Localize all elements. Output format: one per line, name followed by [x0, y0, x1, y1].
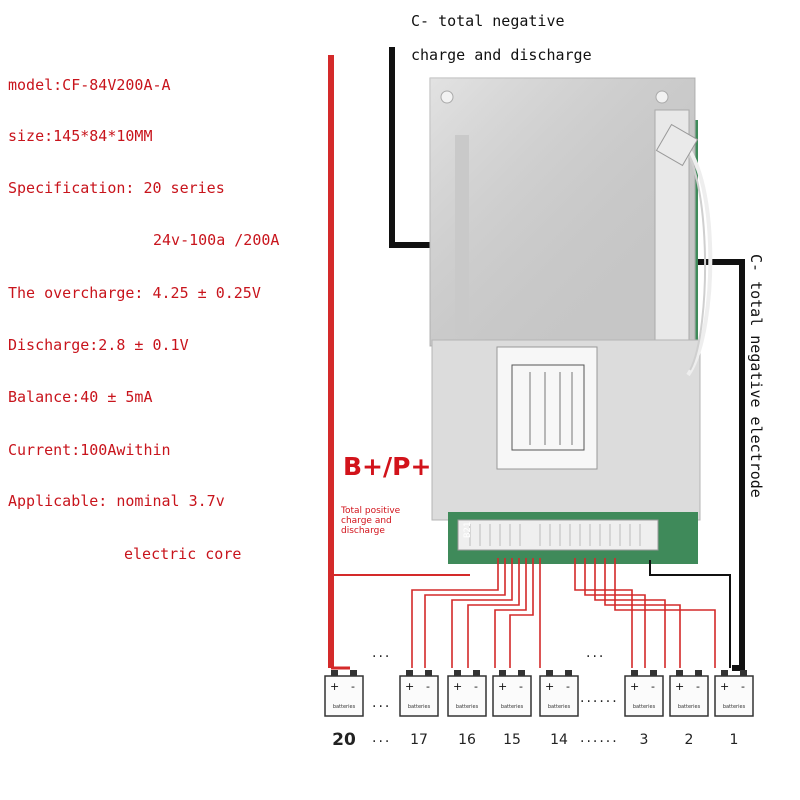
- minus-sign-icon: -: [351, 680, 355, 693]
- cell-number-3: 3: [639, 732, 649, 748]
- plus-sign-icon: +: [720, 680, 729, 693]
- plus-sign-icon: +: [675, 680, 684, 693]
- battery-cell-14: +- batteries: [539, 670, 579, 717]
- total-positive-line2: charge and: [341, 516, 392, 526]
- battery-cell-20: +- batteries: [324, 670, 364, 717]
- cell-number-1: 1: [729, 732, 739, 748]
- battery-cell-label: batteries: [501, 704, 524, 710]
- balance-wires: [411, 558, 716, 668]
- bms-board: [429, 77, 713, 564]
- c-minus-right-wire: [690, 259, 745, 671]
- total-positive-line1: Total positive: [341, 506, 401, 516]
- plus-sign-icon: +: [405, 680, 414, 693]
- cell-number-17: 17: [410, 732, 428, 748]
- ellipsis-top-left: ...: [372, 645, 392, 661]
- board-code: B21: [463, 521, 473, 538]
- c-minus-top-label-line2: charge and discharge: [411, 46, 592, 64]
- minus-sign-icon: -: [519, 680, 523, 693]
- spec-series: Specification: 20 series: [8, 179, 225, 197]
- spec-overcharge: The overcharge: 4.25 ± 0.25V: [8, 284, 261, 302]
- ellipsis-bottom-right: ......: [580, 730, 619, 746]
- minus-sign-icon: -: [474, 680, 478, 693]
- spec-applicable: Applicable: nominal 3.7v: [8, 492, 225, 510]
- battery-cell-label: batteries: [633, 704, 656, 710]
- total-positive-line3: discharge: [341, 526, 385, 536]
- battery-cell-16: +- batteries: [447, 670, 487, 717]
- ellipsis-mid-left: ...: [372, 695, 392, 711]
- cell-number-20: 20: [332, 730, 356, 750]
- balance-connector: [457, 519, 659, 551]
- ellipsis-mid-right: ......: [580, 690, 619, 706]
- minus-sign-icon: -: [651, 680, 655, 693]
- plus-sign-icon: +: [330, 680, 339, 693]
- c-minus-top-label-line1: C- total negative: [411, 12, 565, 30]
- plus-sign-icon: +: [453, 680, 462, 693]
- ellipsis-bottom-left: ...: [372, 730, 392, 746]
- b-plus-label: B+/P+: [343, 452, 432, 481]
- c-minus-right-label: C- total negative electrode: [747, 254, 765, 498]
- battery-cell-1: +- batteries: [714, 670, 754, 717]
- spec-current: Current:100Awithin: [8, 441, 171, 459]
- cell-number-14: 14: [550, 732, 568, 748]
- battery-cells: +-batteries+-batteries+-batteries+-batte…: [324, 670, 754, 717]
- minus-sign-icon: -: [696, 680, 700, 693]
- total-positive-label: Total positive charge and discharge: [341, 506, 400, 536]
- ellipsis-top-right: ...: [586, 645, 606, 661]
- spec-discharge: Discharge:2.8 ± 0.1V: [8, 336, 189, 354]
- board-label-sticker: [496, 346, 598, 470]
- battery-cell-15: +- batteries: [492, 670, 532, 717]
- plus-sign-icon: +: [630, 680, 639, 693]
- spec-rating: 24v-100a /200A: [153, 231, 280, 249]
- battery-cell-label: batteries: [548, 704, 571, 710]
- battery-cell-label: batteries: [456, 704, 479, 710]
- battery-cell-3: +- batteries: [624, 670, 664, 717]
- minus-sign-icon: -: [741, 680, 745, 693]
- cell-number-16: 16: [458, 732, 476, 748]
- spec-electric-core: electric core: [124, 545, 242, 563]
- plus-sign-icon: +: [545, 680, 554, 693]
- minus-sign-icon: -: [426, 680, 430, 693]
- battery-cell-label: batteries: [333, 704, 356, 710]
- spec-model: model:CF-84V200A-A: [8, 76, 171, 94]
- battery-cell-2: +- batteries: [669, 670, 709, 717]
- minus-sign-icon: -: [566, 680, 570, 693]
- battery-cell-label: batteries: [678, 704, 701, 710]
- battery-cell-label: batteries: [723, 704, 746, 710]
- cell-number-15: 15: [503, 732, 521, 748]
- spec-size: size:145*84*10MM: [8, 127, 153, 145]
- cell1-negative-wire: [649, 560, 731, 668]
- plus-sign-icon: +: [498, 680, 507, 693]
- battery-cell-label: batteries: [408, 704, 431, 710]
- battery-cell-17: +- batteries: [399, 670, 439, 717]
- c-minus-top-wire: [389, 47, 440, 248]
- spec-balance: Balance:40 ± 5mA: [8, 388, 153, 406]
- cell-number-2: 2: [684, 732, 694, 748]
